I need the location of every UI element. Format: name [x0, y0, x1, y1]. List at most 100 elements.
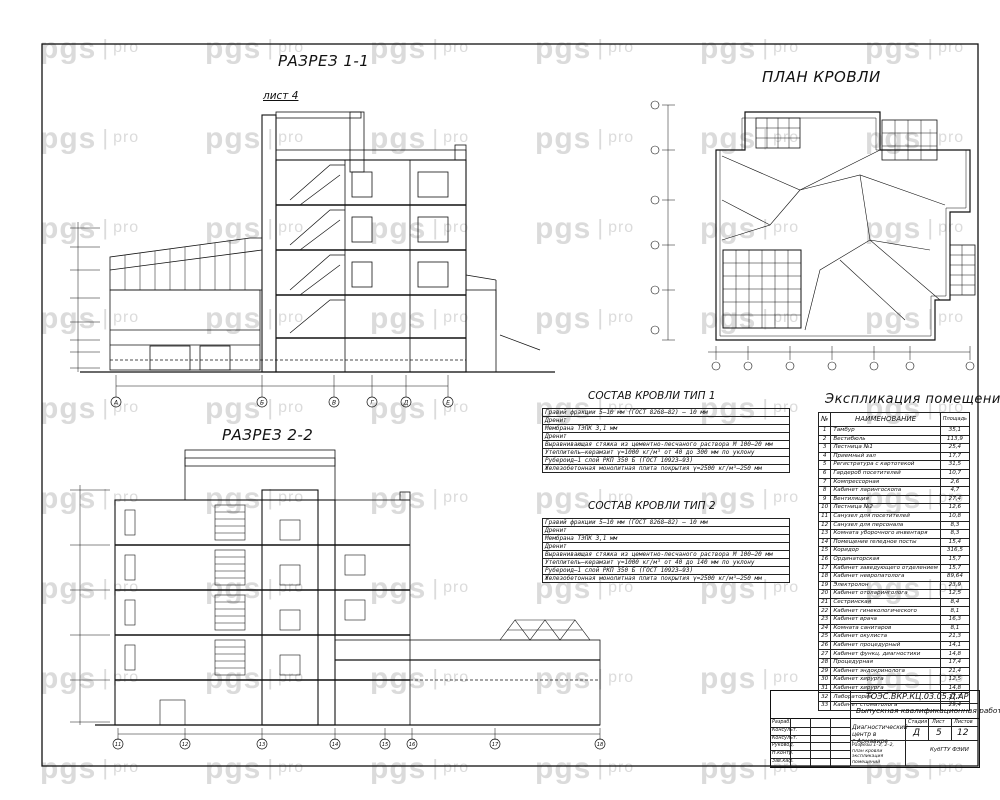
room-area: 31,5 [939, 460, 971, 470]
room-name: Кабинет заведующего отделением [830, 563, 941, 574]
room-number: 11 [817, 511, 832, 522]
stamp-grid-line [770, 758, 850, 759]
room-area: 10,8 [939, 511, 971, 522]
room-area: 17,4 [939, 658, 971, 668]
title-block-upper [770, 690, 980, 719]
room-name: Кабинет гинекологического [830, 606, 941, 617]
room-area: 14,8 [939, 649, 971, 660]
section-1-axis-labels: А Б В Г Д Е [113, 400, 450, 407]
room-area: 8,1 [939, 606, 971, 617]
room-area: 14,1 [939, 640, 971, 651]
room-name: Кабинет процедурный [830, 640, 941, 651]
stamp-grid-line [770, 742, 850, 744]
section-2-title: РАЗРЕЗ 2-2 [222, 426, 314, 444]
room-area: 12,5 [939, 589, 971, 599]
sheets-value: 12 [957, 728, 969, 738]
layer-row: Выравнивающая стяжка из цементно-песчано… [542, 440, 790, 449]
room-number: 19 [817, 580, 832, 591]
room-area: 10,7 [939, 468, 971, 479]
room-name: Электролон [830, 580, 941, 591]
room-name: Лестница №2 [830, 503, 941, 513]
layer-description: Утеплитель–керамзит γ=1000 кг/м³ от 40 д… [542, 448, 790, 457]
room-area: 25,4 [939, 443, 971, 453]
layer-description: Гравий фракции 5–10 мм (ГОСТ 8268–82) – … [542, 408, 790, 417]
sheet-frame [41, 43, 979, 767]
axis-label: 11 [115, 742, 122, 748]
layer-row: Гравий фракции 5–10 мм (ГОСТ 8268–82) – … [542, 518, 790, 527]
room-name: Приемный зал [830, 451, 941, 462]
roof-type-1-table: Гравий фракции 5–10 мм (ГОСТ 8268–82) – … [542, 408, 790, 473]
explication-header-num: № [817, 412, 832, 427]
signature-role: Н.контр. [772, 751, 794, 757]
room-area: 8,3 [939, 529, 971, 539]
layer-row: Гравий фракции 5–10 мм (ГОСТ 8268–82) – … [542, 408, 790, 417]
room-number: 23 [817, 615, 832, 625]
stamp-grid-line [770, 726, 850, 728]
signature-role: Консульт. [772, 727, 798, 733]
room-name: Кабинет отоларинголога [830, 589, 941, 599]
layer-row: Дренит [542, 526, 790, 535]
room-area: 8,4 [939, 597, 971, 608]
room-number: 2 [817, 434, 832, 445]
stamp-grid-line [770, 734, 850, 736]
stamp-grid-line [770, 750, 850, 752]
stamp-grid-line [770, 765, 850, 767]
axis-label: Г [370, 400, 374, 407]
room-area: 8,1 [939, 623, 971, 634]
layer-description: Рубероид–1 слой РКП 350 Б (ГОСТ 10923–93… [542, 456, 790, 465]
room-area: 35,1 [939, 426, 971, 436]
work-type: Выпускная квалификационная работа [856, 706, 1000, 715]
layer-description: Мембрана ТЭПК 3,1 мм [542, 534, 790, 543]
room-name: Кабинет функц. диагностики [830, 649, 941, 660]
room-number: 10 [817, 503, 832, 513]
room-number: 13 [817, 529, 832, 539]
room-name: Коридор [830, 546, 941, 556]
sheets-label: Листов [954, 719, 973, 725]
layer-row: Железобетонная монолитная плита покрытия… [542, 574, 790, 583]
section-2-2 [70, 449, 606, 750]
axis-label: А [113, 400, 118, 407]
section-2-axis-labels: 11 12 13 14 15 16 17 18 [115, 742, 604, 748]
roof-plan [650, 100, 976, 371]
room-number: 14 [817, 537, 832, 548]
layer-description: Рубероид–1 слой РКП 350 Б (ГОСТ 10923–93… [542, 566, 790, 575]
room-number: 28 [817, 658, 832, 668]
layer-description: Дренит [542, 416, 790, 425]
room-number: 9 [817, 494, 832, 505]
room-area: 27,4 [939, 494, 971, 505]
room-name: Санузел для посетителей [830, 511, 941, 522]
room-number: 25 [817, 632, 832, 642]
room-name: Компрессорная [830, 477, 941, 488]
room-number: 20 [817, 589, 832, 599]
sheet-reference: лист 4 [263, 90, 299, 102]
room-name: Комната уборочного инвентаря [830, 529, 941, 539]
layer-row: Выравнивающая стяжка из цементно-песчано… [542, 550, 790, 559]
room-number: 33 [817, 701, 832, 711]
layer-description: Дренит [542, 526, 790, 535]
axis-label: 14 [332, 742, 339, 748]
room-area: 17,7 [939, 451, 971, 462]
room-number: 3 [817, 443, 832, 453]
room-area: 12,6 [939, 503, 971, 513]
room-area: 316,5 [939, 546, 971, 556]
layer-row: Дренит [542, 542, 790, 551]
layer-description: Дренит [542, 542, 790, 551]
stage-value: Д [913, 728, 921, 738]
layer-row: Дренит [542, 432, 790, 441]
room-name: Вестибюль [830, 434, 941, 445]
room-number: 24 [817, 623, 832, 634]
